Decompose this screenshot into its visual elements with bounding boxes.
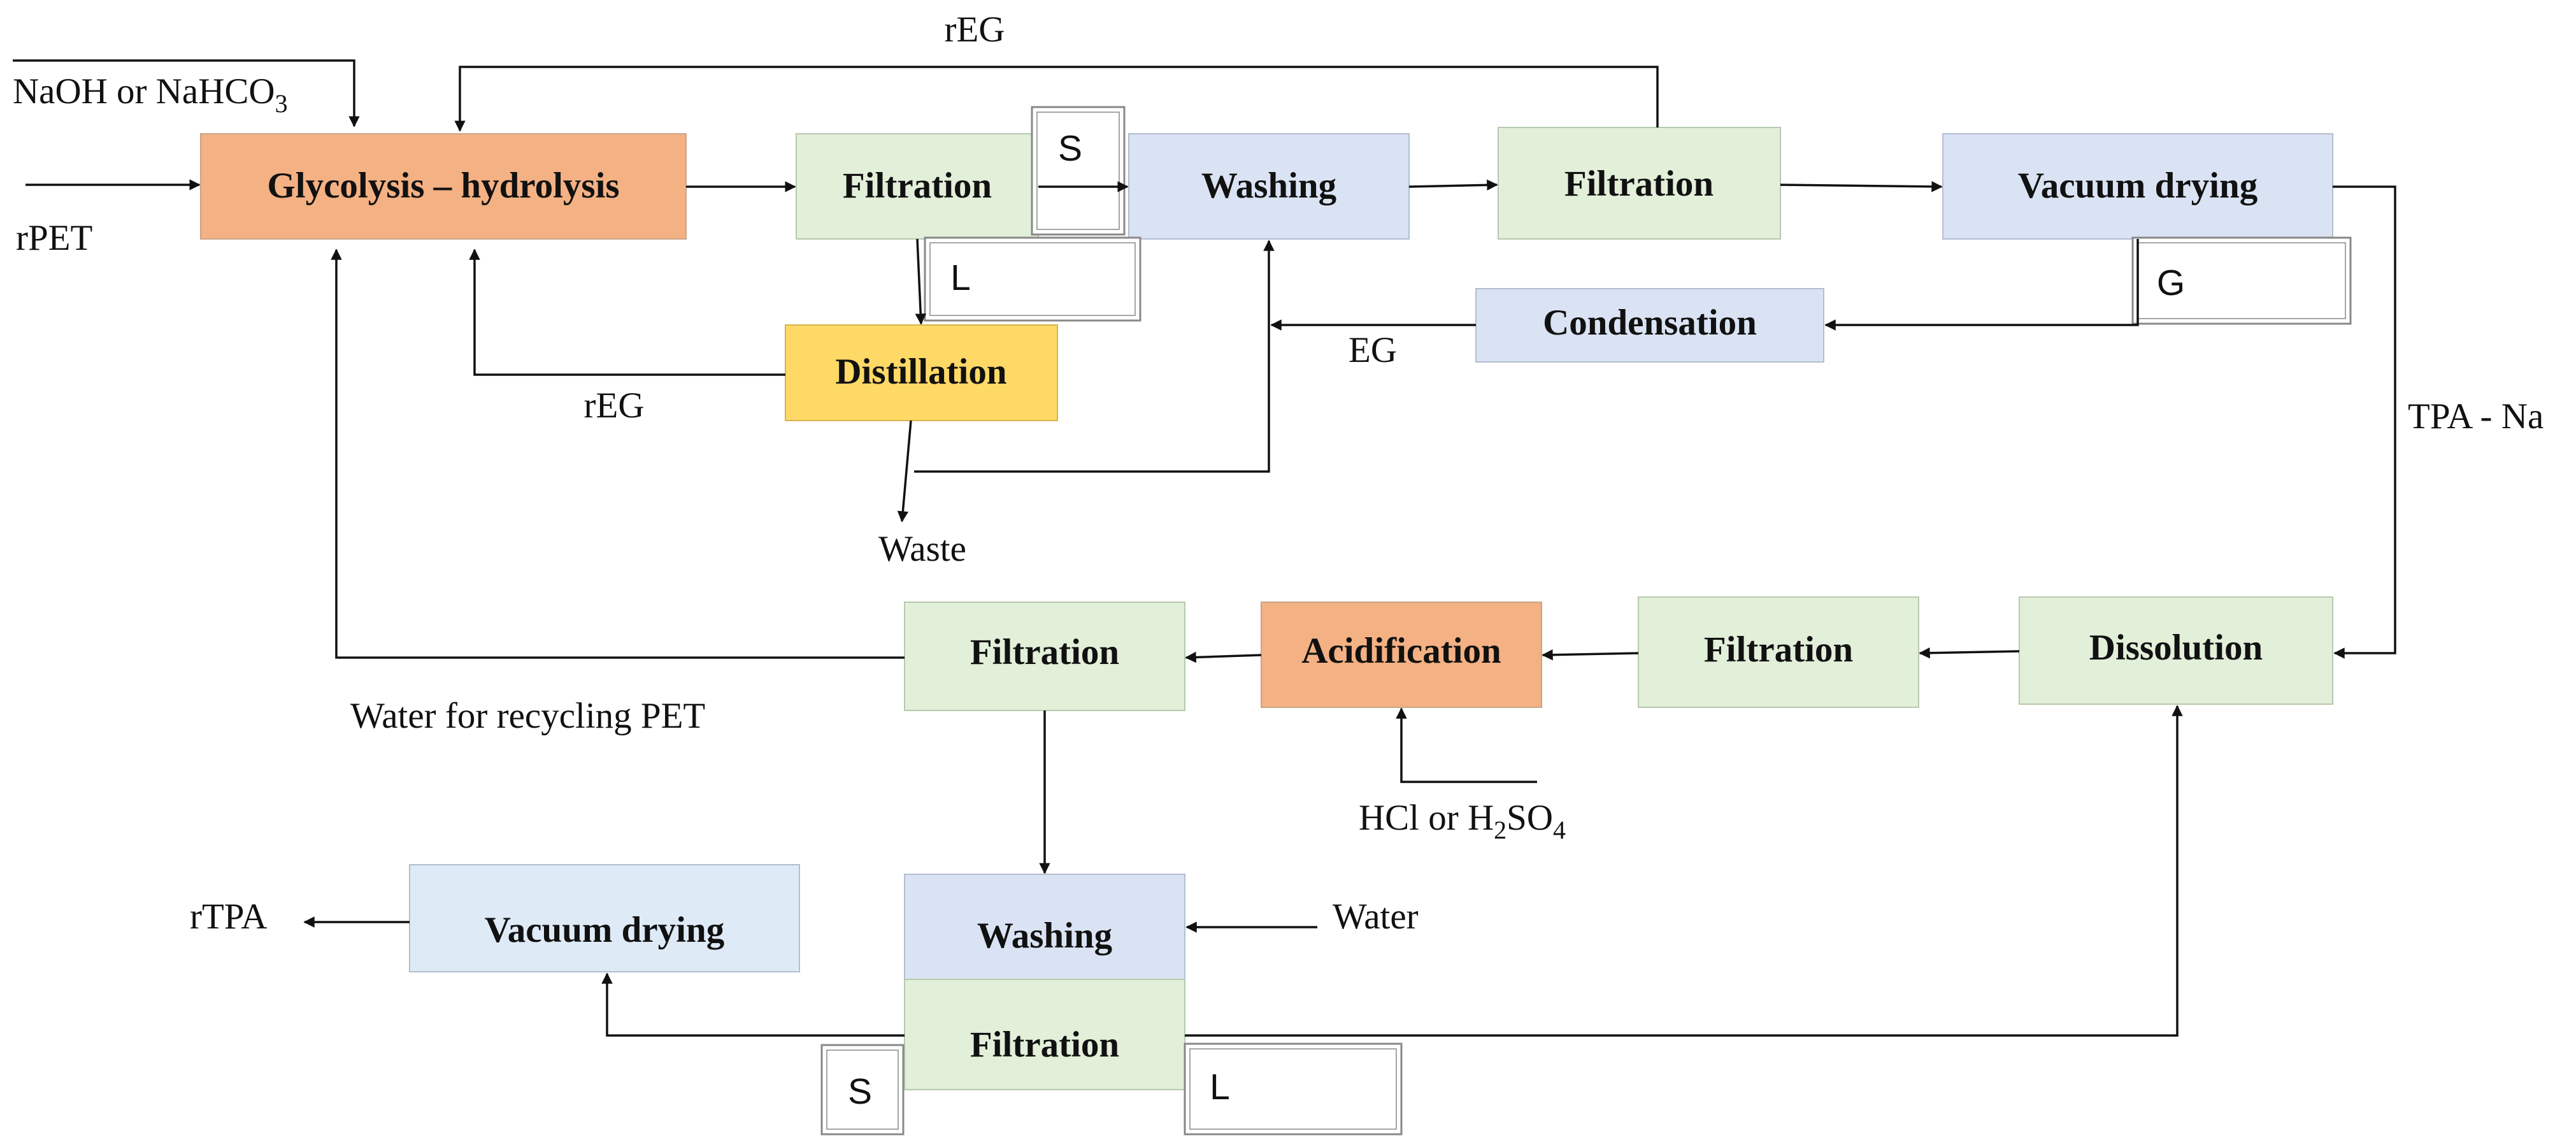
arrow-vacuum1-dissolution xyxy=(2333,185,2396,659)
svg-text:Filtration: Filtration xyxy=(970,1025,1119,1065)
box-acidification: Acidification xyxy=(1261,602,1542,708)
arrow-acid-input xyxy=(1396,707,1537,783)
svg-text:L: L xyxy=(950,257,971,298)
label-reg-mid: rEG xyxy=(584,386,645,426)
box-filtration-5: Filtration xyxy=(904,979,1185,1090)
arrow-filtration3-acidification xyxy=(1542,649,1639,661)
svg-text:Condensation: Condensation xyxy=(1543,303,1757,343)
box-washing-2: Washing xyxy=(904,874,1185,980)
svg-text:Filtration: Filtration xyxy=(843,166,992,206)
svg-text:Vacuum drying: Vacuum drying xyxy=(485,910,724,950)
svg-text:Vacuum drying: Vacuum drying xyxy=(2018,166,2258,206)
svg-text:Filtration: Filtration xyxy=(970,632,1119,672)
arrow-acidification-filtration4 xyxy=(1185,651,1262,663)
arrow-naoh-input xyxy=(13,59,360,127)
box-vacuum-drying-1: Vacuum drying xyxy=(1942,133,2333,240)
label-rtpa: rTPA xyxy=(190,897,267,937)
svg-text:Glycolysis – hydrolysis: Glycolysis – hydrolysis xyxy=(267,166,619,206)
box-condensation: Condensation xyxy=(1475,288,1824,363)
label-waste: Waste xyxy=(878,529,966,569)
box-filtration-2: Filtration xyxy=(1498,127,1781,240)
arrow-dissolution-filtration3 xyxy=(1919,647,2020,659)
arrow-distillation-waste xyxy=(897,420,912,523)
label-water-recycling: Water for recycling PET xyxy=(350,696,705,736)
svg-text:Filtration: Filtration xyxy=(1564,164,1714,204)
arrow-distillation-washing1 xyxy=(914,240,1275,473)
arrow-distillation-reg-glycolysis xyxy=(469,249,785,376)
arrow-filtration5-vacuum2 xyxy=(601,972,905,1037)
svg-text:Dissolution: Dissolution xyxy=(2089,628,2263,668)
label-naoh: NaOH or NaHCO3 xyxy=(13,71,288,118)
box-washing-1: Washing xyxy=(1128,133,1410,240)
box-filtration-1: Filtration xyxy=(796,133,1039,240)
label-rpet: rPET xyxy=(16,218,92,258)
svg-text:L: L xyxy=(1210,1067,1230,1107)
arrow-filtration2-vacuum1 xyxy=(1780,181,1943,192)
box-glycolysis-hydrolysis: Glycolysis – hydrolysis xyxy=(200,133,687,240)
arrow-washing1-filtration2 xyxy=(1408,179,1498,191)
svg-text:Distillation: Distillation xyxy=(835,352,1006,392)
arrow-filtration4-glycolysis xyxy=(331,249,905,659)
svg-text:Filtration: Filtration xyxy=(1704,630,1853,670)
svg-text:Acidification: Acidification xyxy=(1301,631,1501,671)
tag-s-top: S xyxy=(1031,106,1126,236)
box-dissolution: Dissolution xyxy=(2019,596,2333,705)
label-tpa-na: TPA - Na xyxy=(2408,396,2544,436)
label-acid: HCl or H2SO4 xyxy=(1359,798,1566,844)
svg-text:G: G xyxy=(2157,263,2185,303)
svg-text:S: S xyxy=(1058,128,1082,169)
label-eg: EG xyxy=(1349,330,1397,370)
svg-text:Washing: Washing xyxy=(977,916,1112,956)
box-filtration-3: Filtration xyxy=(1638,596,1919,708)
arrow-vacuum1-condensation xyxy=(1824,239,2139,331)
box-filtration-4: Filtration xyxy=(904,602,1185,711)
arrow-reg-top-loop xyxy=(454,66,1659,132)
tag-g: G xyxy=(2131,236,2352,325)
label-reg-top: rEG xyxy=(945,10,1005,50)
arrow-filtration1-distillation xyxy=(915,238,927,325)
tag-s-bottom: S xyxy=(820,1044,905,1136)
tag-l-bottom: L xyxy=(1184,1042,1403,1136)
box-vacuum-drying-2: Vacuum drying xyxy=(409,864,800,972)
arrow-filtration5-dissolution xyxy=(1185,705,2183,1037)
svg-text:S: S xyxy=(848,1071,872,1112)
tag-l-top: L xyxy=(924,236,1141,322)
svg-text:Washing: Washing xyxy=(1201,166,1336,206)
box-distillation: Distillation xyxy=(785,324,1058,421)
label-water: Water xyxy=(1333,897,1419,937)
